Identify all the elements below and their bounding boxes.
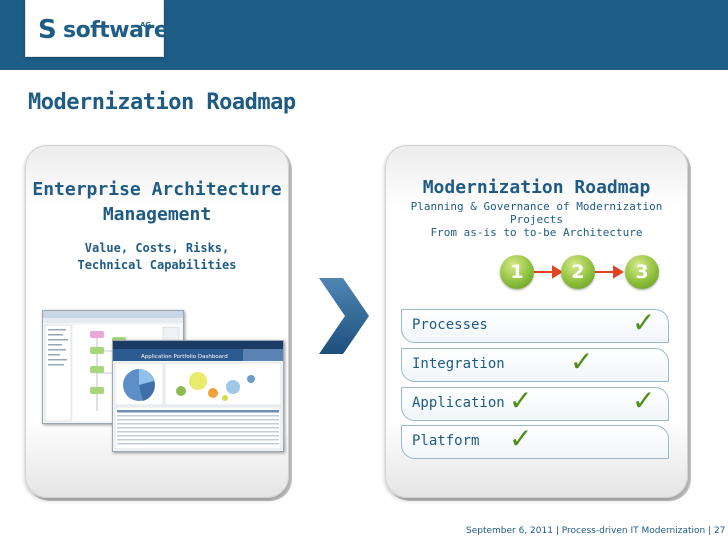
layer-bar-processes: Processes ✓: [401, 306, 669, 343]
layer-label: Application: [412, 395, 505, 411]
check-icon: ✓: [632, 384, 656, 417]
roadmap-panel-subtitle: Planning & Governance of Modernization P…: [385, 200, 688, 239]
dashboard-title: Application Portfolio Dashboard: [141, 354, 228, 360]
check-icon: ✓: [509, 422, 533, 455]
roadmap-subtitle-line-2: From as-is to to-be Architecture: [430, 226, 643, 239]
layer-bar-integration: Integration ✓: [401, 345, 669, 382]
page-title: Modernization Roadmap: [28, 90, 296, 115]
portfolio-dashboard-screenshot: Application Portfolio Dashboard: [112, 340, 284, 452]
layer-bar-platform: Platform ✓: [401, 422, 669, 459]
step-3-badge: 3: [625, 255, 659, 289]
check-icon: ✓: [632, 306, 656, 339]
check-icon: ✓: [509, 384, 533, 417]
slide-footer: September 6, 2011 | Process-driven IT Mo…: [466, 526, 726, 536]
logo-wordmark: software: [63, 18, 169, 43]
header-bar: S software AG: [0, 0, 728, 70]
ea-subtitle-line-1: Value, Costs, Risks,: [84, 241, 230, 255]
enterprise-architecture-panel: Enterprise Architecture Management Value…: [25, 145, 289, 498]
ea-panel-subtitle: Value, Costs, Risks, Technical Capabilit…: [25, 240, 289, 274]
ea-title-line-2: Management: [102, 204, 212, 225]
step-1-badge: 1: [500, 255, 534, 289]
modernization-roadmap-panel: Modernization Roadmap Planning & Governa…: [385, 145, 688, 498]
layer-label: Processes: [412, 317, 488, 333]
flow-arrow-icon: [319, 278, 369, 354]
roadmap-subtitle-line-1: Planning & Governance of Modernization P…: [410, 200, 663, 226]
step-connector-arrows: [534, 265, 624, 279]
roadmap-panel-title: Modernization Roadmap: [422, 177, 651, 198]
logo-mark: S: [38, 15, 57, 45]
ea-title-line-1: Enterprise Architecture: [32, 179, 282, 200]
layer-label: Integration: [412, 356, 505, 372]
ea-subtitle-line-2: Technical Capabilities: [77, 258, 237, 272]
layer-bar-application: Application ✓ ✓: [401, 384, 669, 421]
portfolio-dashboard-image: Application Portfolio Dashboard: [113, 341, 283, 450]
step-2-badge: 2: [561, 255, 595, 289]
check-icon: ✓: [570, 345, 594, 378]
layer-label: Platform: [412, 433, 480, 449]
logo-suffix: AG: [140, 21, 152, 29]
software-ag-logo: S software AG: [25, 0, 169, 57]
ea-panel-title: Enterprise Architecture Management: [25, 177, 289, 227]
